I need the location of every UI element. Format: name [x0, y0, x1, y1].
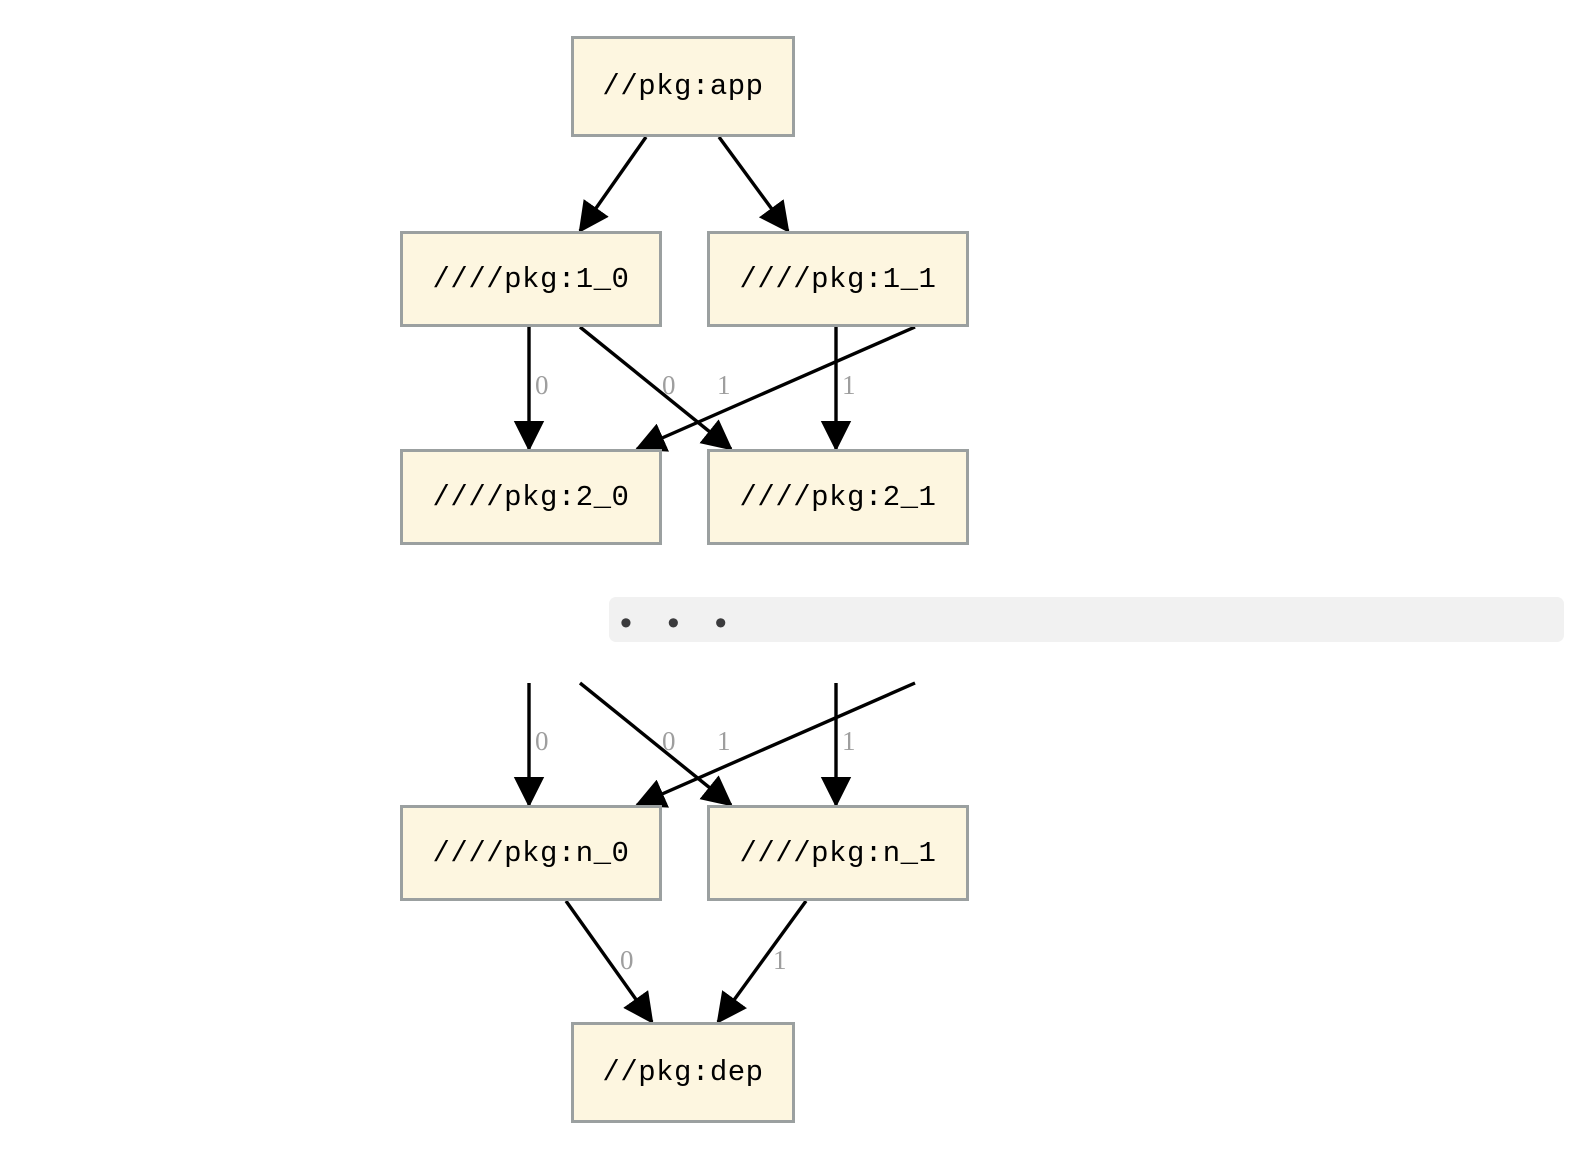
node-label: ////pkg:2_1	[739, 480, 937, 514]
node-label: ////pkg:n_0	[432, 836, 630, 870]
node-ln_1[interactable]: ////pkg:n_1	[707, 805, 969, 901]
node-label: ////pkg:1_0	[432, 262, 630, 296]
node-app[interactable]: //pkg:app	[571, 36, 795, 137]
elided-section-band[interactable]: • • •	[609, 597, 1564, 642]
edge-label: 0	[662, 726, 676, 756]
graph-edge	[634, 325, 916, 452]
edge-label: 1	[717, 370, 731, 400]
edge-label: 0	[535, 370, 549, 400]
graph-edge	[578, 325, 733, 451]
edge-label: 1	[773, 945, 787, 975]
node-label: ////pkg:1_1	[739, 262, 937, 296]
edge-layer	[513, 135, 916, 1024]
node-label: ////pkg:n_1	[739, 836, 937, 870]
node-dep[interactable]: //pkg:dep	[571, 1022, 795, 1123]
edge-label: 1	[842, 726, 856, 756]
edge-label: 1	[842, 370, 856, 400]
graph-edge	[578, 681, 733, 807]
edge-label: 0	[620, 945, 634, 975]
node-l2_1[interactable]: ////pkg:2_1	[707, 449, 969, 545]
elision-dots-label: • • •	[620, 603, 740, 642]
node-l1_1[interactable]: ////pkg:1_1	[707, 231, 969, 327]
node-label: ////pkg:2_0	[432, 480, 630, 514]
node-l1_0[interactable]: ////pkg:1_0	[400, 231, 662, 327]
edge-label: 0	[662, 370, 676, 400]
graph-edge	[564, 900, 654, 1024]
edge-label: 0	[535, 726, 549, 756]
edge-label: 1	[717, 726, 731, 756]
graph-edge	[578, 136, 648, 233]
node-label: //pkg:dep	[602, 1056, 764, 1089]
node-label: //pkg:app	[602, 70, 764, 103]
node-ln_0[interactable]: ////pkg:n_0	[400, 805, 662, 901]
node-l2_0[interactable]: ////pkg:2_0	[400, 449, 662, 545]
graph-edge	[634, 681, 916, 808]
graph-edge	[716, 900, 808, 1024]
graph-edge	[717, 135, 790, 233]
